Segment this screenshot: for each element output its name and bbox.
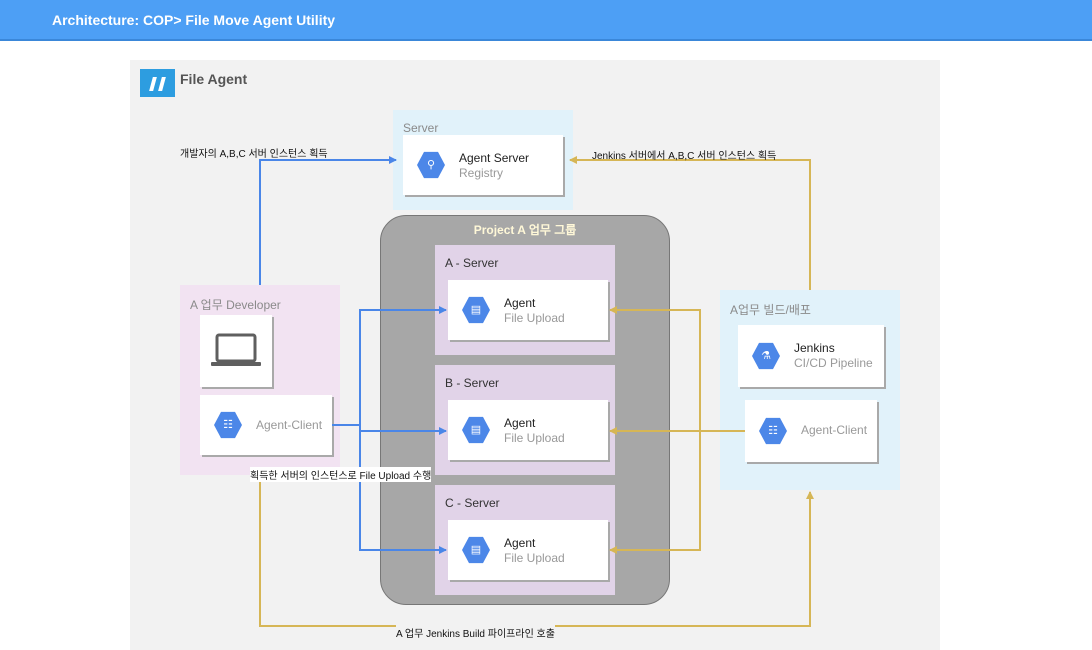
server-b-agent-title: Agent [504,416,536,430]
build-agent-client-label: Agent-Client [801,423,868,437]
build-agent-client-card[interactable]: ☷ Agent-Client [745,400,877,462]
server-b-agent-card[interactable]: ▤ Agent File Upload [448,400,608,460]
jenkins-title: Jenkins [794,341,835,355]
agent-server-card[interactable]: ⚲ Agent Server Registry [403,135,563,195]
server-b-agent-subtitle: File Upload [504,431,565,445]
title-bar: Architecture: COP> File Move Agent Utili… [0,0,1092,41]
jenkins-subtitle: CI/CD Pipeline [794,356,873,370]
build-call-label: A 업무 Jenkins Build 파이프라인 호출 [396,625,555,640]
jenkins-card[interactable]: ⚗ Jenkins CI/CD Pipeline [738,325,884,387]
jenkins-to-registry-label: Jenkins 서버에서 A,B,C 서버 인스턴스 획득 [592,151,777,162]
server-a-agent-subtitle: File Upload [504,311,565,325]
developer-agent-client-label: Agent-Client [256,418,323,432]
server-c-agent-card[interactable]: ▤ Agent File Upload [448,520,608,580]
upload-label: 획득한 서버의 인스턴스로 File Upload 수행 [250,467,432,482]
dev-to-registry-label: 개발자의 A,B,C 서버 인스턴스 획득 [180,149,328,160]
server-c-label: C - Server [445,496,500,510]
server-zone-label: Server [403,121,439,135]
project-group-title: Project A 업무 그룹 [473,223,577,237]
laptop-icon [211,333,261,366]
server-b-label: B - Server [445,376,500,390]
page-title: Architecture: COP> File Move Agent Utili… [52,12,336,28]
server-c-agent-title: Agent [504,536,536,550]
flask-icon: ⚗ [752,342,780,370]
diagram-title: File Agent [180,71,248,87]
storage-icon: ▤ [462,536,490,564]
search-icon: ⚲ [417,151,445,179]
network-icon: ☷ [214,411,242,439]
agent-server-subtitle: Registry [459,166,504,180]
storage-icon: ▤ [462,296,490,324]
build-zone-label: A업무 빌드/배포 [730,303,811,317]
developer-agent-client-card[interactable]: ☷ Agent-Client [200,395,332,455]
server-a-agent-card[interactable]: ▤ Agent File Upload [448,280,608,340]
file-agent-logo-icon [140,69,175,97]
developer-zone-label: A 업무 Developer [190,298,281,312]
server-a-agent-title: Agent [504,296,536,310]
server-a-label: A - Server [445,256,499,270]
storage-icon: ▤ [462,416,490,444]
server-c-agent-subtitle: File Upload [504,551,565,565]
developer-laptop-card[interactable] [200,315,272,387]
network-icon: ☷ [759,417,787,445]
agent-server-title: Agent Server [459,151,530,165]
